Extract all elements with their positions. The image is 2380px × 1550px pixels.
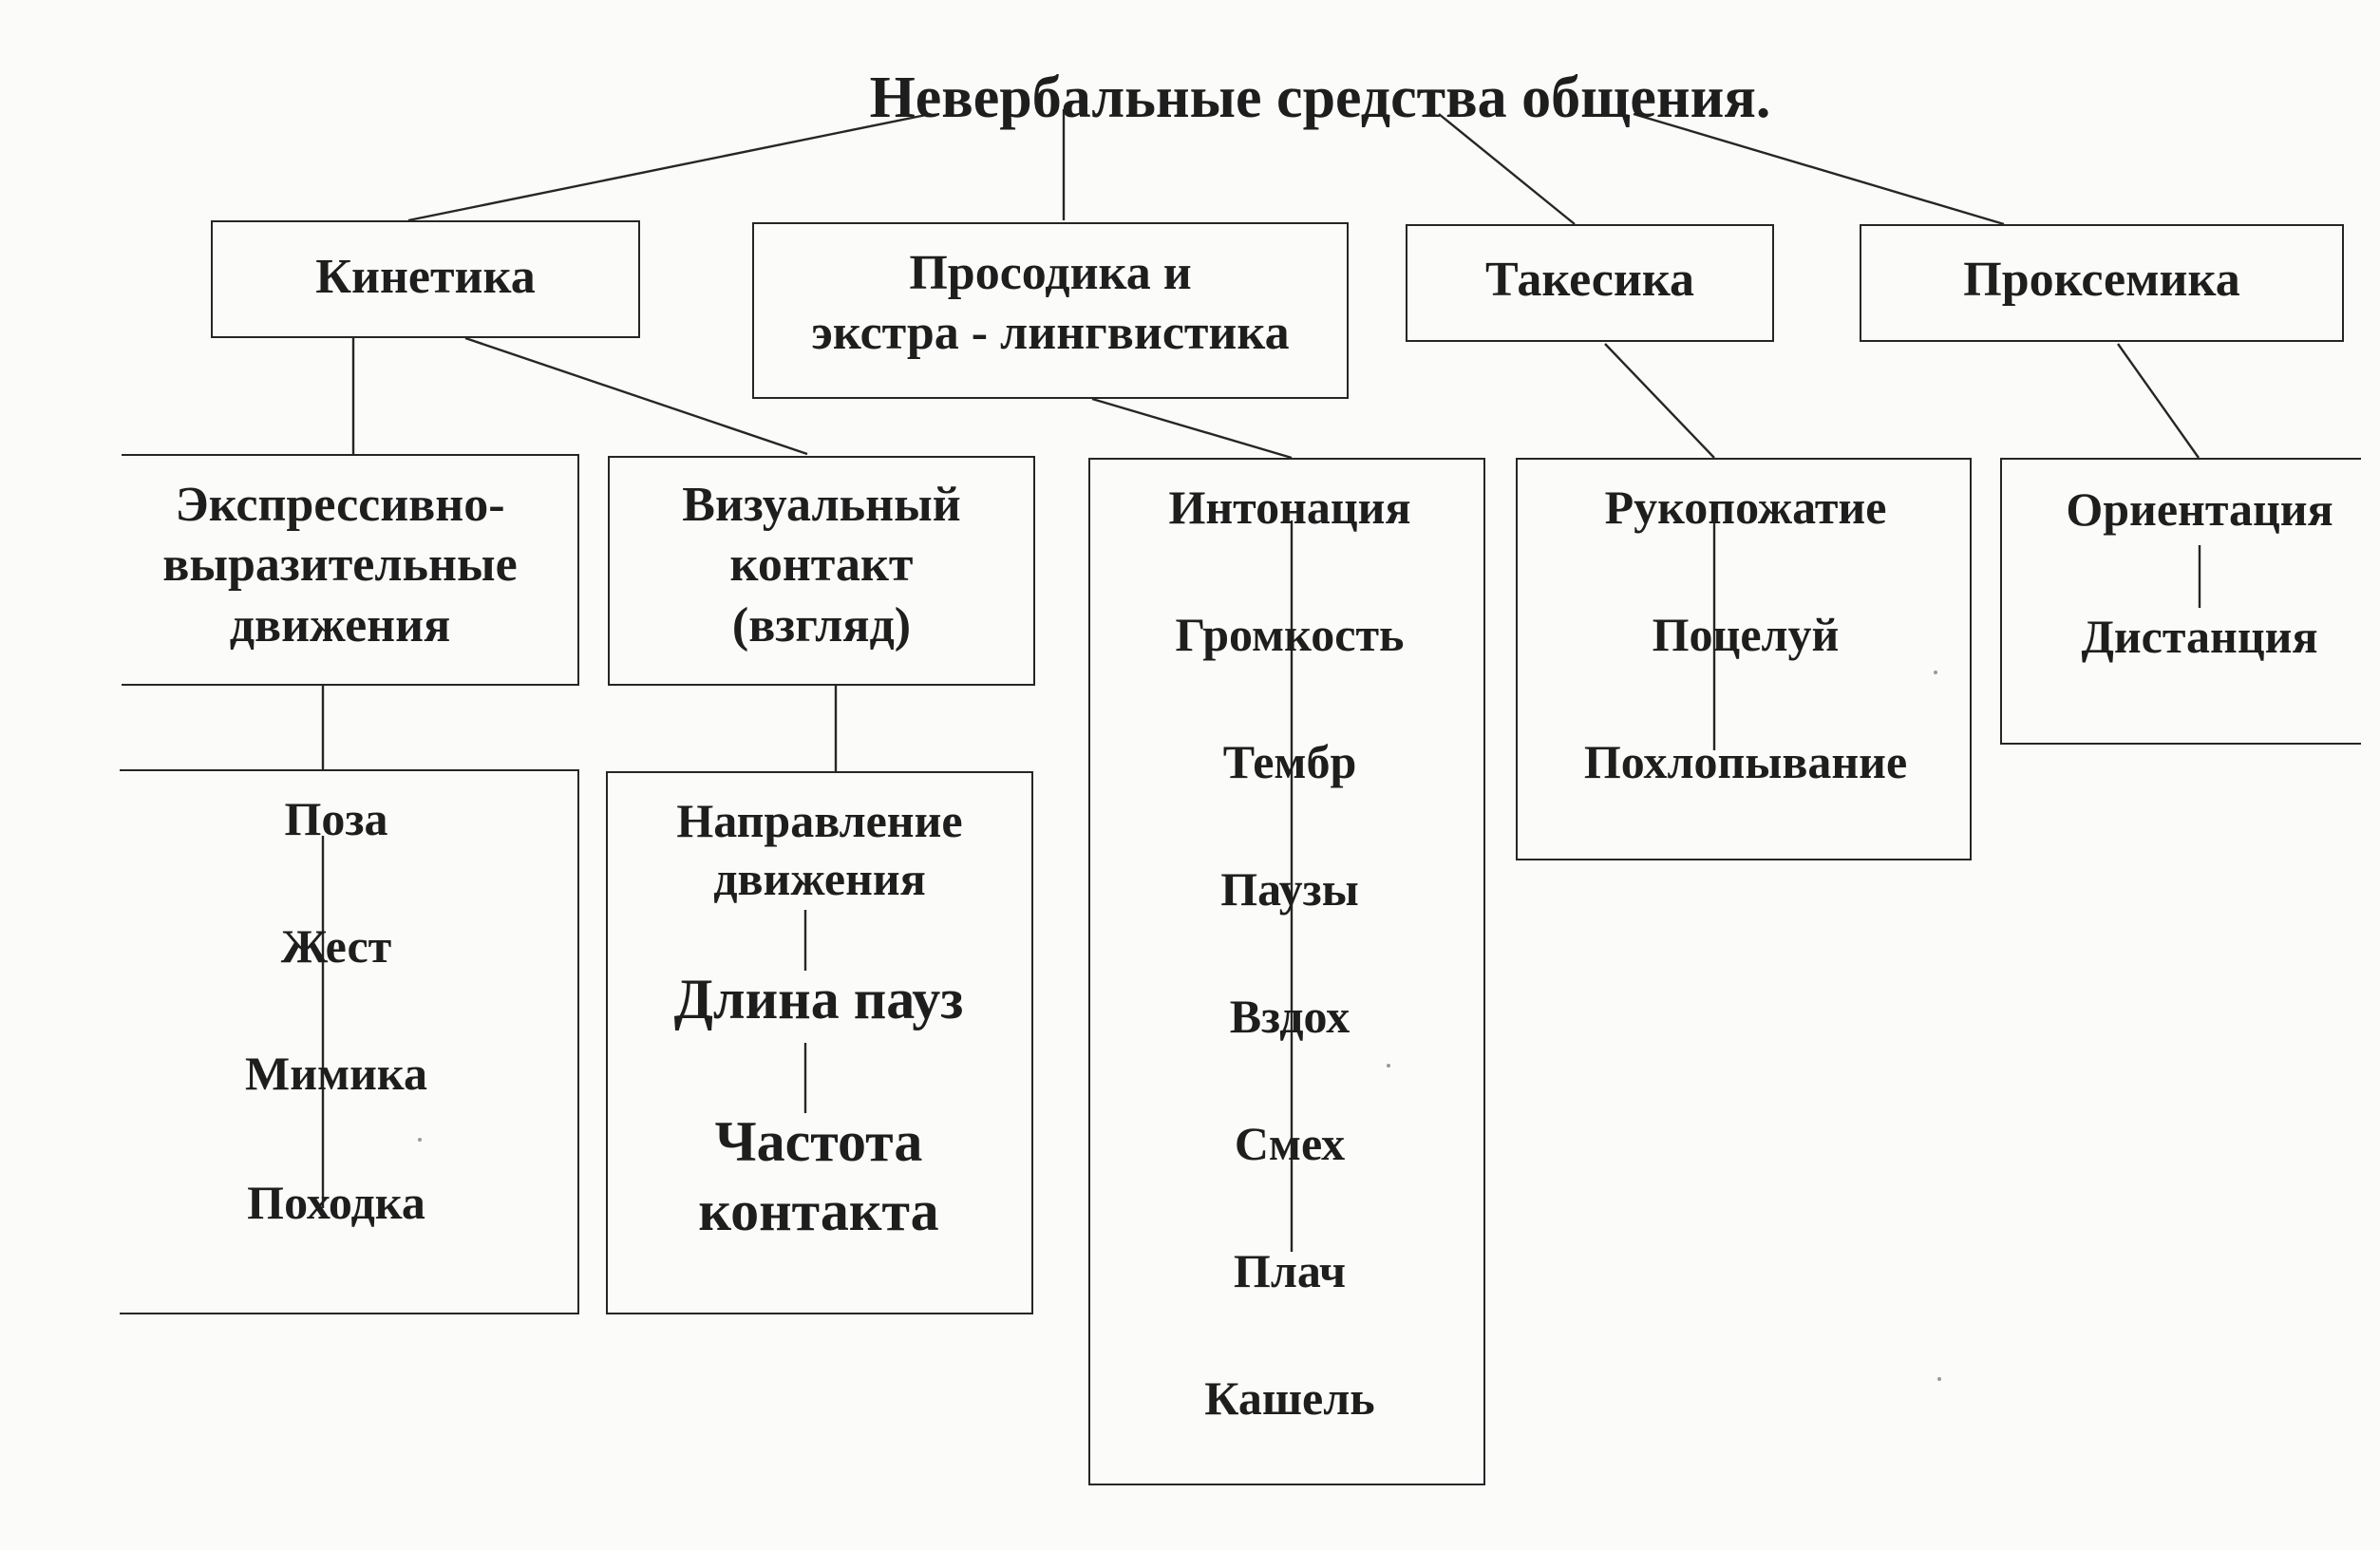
prosodika-item-pauzy: Паузы — [1220, 862, 1359, 916]
label-visual: Визуальный контакт (взгляд) — [682, 475, 960, 655]
scan-speck — [1937, 1377, 1941, 1381]
connector-takesika-items — [1604, 343, 1715, 459]
label-kinetika: Кинетика — [315, 250, 536, 304]
box-takesika — [1406, 224, 1774, 342]
visual-item-frequency-line2: контакта — [698, 1180, 939, 1243]
label-expressive-line1: Экспрессивно- — [175, 478, 505, 532]
scan-speck — [418, 1138, 422, 1142]
expressive-item-zhest: Жест — [280, 919, 392, 973]
box-expressive-items — [120, 769, 579, 1314]
connector-title-kinetika — [407, 112, 932, 222]
scan-speck — [1387, 1064, 1390, 1068]
label-expressive-line3: движения — [229, 597, 451, 652]
visual-item-direction-line2: движения — [713, 852, 926, 905]
connector-title-proksemika — [1633, 112, 2005, 226]
visual-item-direction-line1: Направление — [676, 794, 963, 847]
diagram-title: Невербальные средства общения. — [869, 66, 1771, 130]
prosodika-item-gromkost: Громкость — [1175, 608, 1405, 661]
box-takesika-items — [1516, 458, 1972, 860]
box-kinetika — [211, 220, 640, 338]
box-prosodika-items — [1088, 458, 1485, 1485]
label-expressive: Экспрессивно- выразительные движения — [162, 475, 517, 655]
prosodika-item-kashel: Кашель — [1204, 1371, 1375, 1425]
takesika-item-potseluy: Поцелуй — [1652, 608, 1840, 661]
label-visual-line3: (взгляд) — [731, 597, 912, 652]
prosodika-item-intonatsiya: Интонация — [1168, 481, 1411, 534]
label-visual-line2: контакт — [729, 538, 914, 593]
box-visual-items — [606, 771, 1033, 1314]
prosodika-item-tembr: Тембр — [1222, 735, 1357, 788]
box-expressive — [122, 454, 579, 686]
expressive-item-poza: Поза — [284, 792, 388, 845]
proksemika-item-distantsiya: Дистанция — [2081, 610, 2318, 663]
box-visual — [608, 456, 1035, 686]
box-prosodika — [752, 222, 1349, 399]
expressive-item-pokhodka: Походка — [247, 1176, 425, 1229]
label-takesika: Такесика — [1485, 253, 1694, 307]
box-proksemika-items — [2000, 458, 2361, 745]
label-prosodika-line1: Просодика и — [909, 246, 1192, 300]
takesika-item-rukopozhatie: Рукопожатие — [1604, 481, 1887, 534]
takesika-item-pokhlopyvanie: Похлопывание — [1583, 735, 1908, 788]
prosodika-item-smekh: Смех — [1234, 1117, 1346, 1170]
label-prosodika-line2: экстра - лингвистика — [811, 306, 1290, 361]
visual-item-frequency-line1: Частота — [714, 1110, 923, 1173]
label-proksemika: Проксемика — [1963, 253, 2240, 307]
connector-proksemika-items — [2117, 343, 2200, 459]
prosodika-item-vzdokh: Вздох — [1229, 990, 1351, 1043]
proksemika-item-orientatsiya: Ориентация — [2066, 482, 2333, 536]
box-proksemika — [1860, 224, 2344, 342]
label-expressive-line2: выразительные — [162, 538, 518, 593]
connector-title-takesika — [1438, 113, 1576, 225]
visual-item-frequency: Частота контакта — [698, 1107, 938, 1246]
connector-prosodika-items — [1091, 397, 1293, 460]
expressive-item-mimika: Мимика — [245, 1047, 427, 1100]
label-visual-line1: Визуальный — [682, 478, 961, 532]
prosodika-item-plach: Плач — [1233, 1244, 1347, 1297]
scan-speck — [1934, 671, 1937, 674]
connector-kinetika-visual — [464, 336, 808, 456]
visual-item-pause-length: Длина пауз — [673, 968, 964, 1030]
visual-item-direction: Направление движения — [676, 792, 962, 908]
label-prosodika: Просодика и экстра - лингвистика — [811, 243, 1289, 364]
